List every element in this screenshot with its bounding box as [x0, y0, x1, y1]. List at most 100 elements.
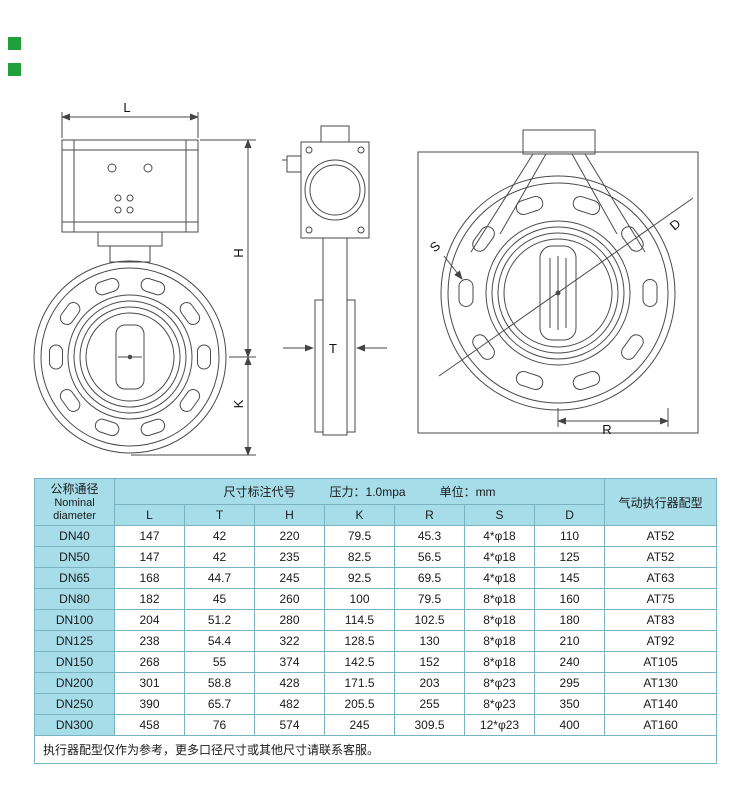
actuator-header: 气动执行器配型	[604, 478, 718, 526]
cell-T: 54.4	[184, 630, 255, 652]
cell-R: 79.5	[394, 588, 465, 610]
actuator-cell: AT63	[604, 567, 718, 589]
cell-S: 8*φ18	[464, 630, 535, 652]
cell-R: 152	[394, 651, 465, 673]
dim-label-K: K	[231, 399, 246, 408]
cell-R: 255	[394, 693, 465, 715]
cell-K: 245	[324, 714, 395, 736]
cell-L: 168	[114, 567, 185, 589]
cell-R: 45.3	[394, 525, 465, 547]
col-header-D: D	[533, 504, 606, 526]
cell-T: 44.7	[184, 567, 255, 589]
cell-R: 102.5	[394, 609, 465, 631]
cell-K: 205.5	[324, 693, 395, 715]
dn-cell: DN125	[34, 630, 115, 652]
cell-D: 400	[533, 714, 606, 736]
cell-D: 110	[533, 525, 606, 547]
valve-technical-drawing: L H K T S D R	[33, 100, 699, 456]
dn-cell: DN300	[34, 714, 115, 736]
table-row: DN80 182 45 260 100 79.5 8*φ18 160 AT75	[34, 588, 718, 610]
table-row: DN150 268 55 374 142.5 152 8*φ18 240 AT1…	[34, 651, 718, 673]
cell-L: 238	[114, 630, 185, 652]
dim-label-S: S	[427, 238, 444, 255]
cell-H: 374	[254, 651, 325, 673]
table-row: DN40 147 42 220 79.5 45.3 4*φ18 110 AT52	[34, 525, 718, 547]
cell-D: 295	[533, 672, 606, 694]
cell-D: 125	[533, 546, 606, 568]
side-view	[282, 125, 387, 436]
cell-S: 8*φ18	[464, 588, 535, 610]
cell-L: 182	[114, 588, 185, 610]
dim-label-L: L	[123, 100, 130, 115]
dim-label-T: T	[329, 341, 337, 356]
col-header-T: T	[184, 504, 255, 526]
dn-cell: DN150	[34, 651, 115, 673]
dim-label-H: H	[231, 248, 246, 257]
dimension-table-container: 公称通径 Nominal diameter 尺寸标注代号 压力：1.0mpa 单…	[33, 478, 718, 764]
table-row: DN300 458 76 574 245 309.5 12*φ23 400 AT…	[34, 714, 718, 736]
cell-S: 4*φ18	[464, 525, 535, 547]
actuator-cell: AT160	[604, 714, 718, 736]
table-row: DN65 168 44.7 245 92.5 69.5 4*φ18 145 AT…	[34, 567, 718, 589]
nominal-diameter-en: Nominal diameter	[53, 496, 96, 522]
actuator-cell: AT140	[604, 693, 718, 715]
cell-H: 220	[254, 525, 325, 547]
table-row: DN125 238 54.4 322 128.5 130 8*φ18 210 A…	[34, 630, 718, 652]
dn-cell: DN80	[34, 588, 115, 610]
cell-H: 574	[254, 714, 325, 736]
back-view	[417, 129, 699, 434]
dimension-table: 公称通径 Nominal diameter 尺寸标注代号 压力：1.0mpa 单…	[33, 478, 718, 764]
cell-D: 350	[533, 693, 606, 715]
table-row: DN200 301 58.8 428 171.5 203 8*φ23 295 A…	[34, 672, 718, 694]
col-header-H: H	[254, 504, 325, 526]
cell-H: 260	[254, 588, 325, 610]
actuator-cell: AT105	[604, 651, 718, 673]
col-header-S: S	[464, 504, 535, 526]
front-view	[33, 139, 227, 454]
cell-T: 42	[184, 546, 255, 568]
col-header-L: L	[114, 504, 185, 526]
spec-title: 尺寸标注代号	[223, 485, 296, 499]
cell-L: 147	[114, 525, 185, 547]
table-row: DN100 204 51.2 280 114.5 102.5 8*φ18 180…	[34, 609, 718, 631]
cell-K: 92.5	[324, 567, 395, 589]
column-header-row: L T H K R S D	[35, 504, 717, 526]
cell-H: 235	[254, 546, 325, 568]
col-header-K: K	[324, 504, 395, 526]
cell-K: 82.5	[324, 546, 395, 568]
pressure-label: 压力：1.0mpa	[329, 485, 406, 499]
cell-T: 51.2	[184, 609, 255, 631]
green-square-marker	[8, 63, 21, 76]
cell-T: 76	[184, 714, 255, 736]
cell-L: 390	[114, 693, 185, 715]
dn-cell: DN40	[34, 525, 115, 547]
cell-S: 8*φ23	[464, 693, 535, 715]
unit-label: 单位：mm	[439, 485, 496, 499]
dn-cell: DN100	[34, 609, 115, 631]
cell-S: 8*φ23	[464, 672, 535, 694]
dn-cell: DN200	[34, 672, 115, 694]
cell-D: 210	[533, 630, 606, 652]
cell-T: 42	[184, 525, 255, 547]
cell-L: 268	[114, 651, 185, 673]
cell-R: 309.5	[394, 714, 465, 736]
cell-H: 428	[254, 672, 325, 694]
cell-K: 79.5	[324, 525, 395, 547]
green-square-marker	[8, 37, 21, 50]
cell-S: 8*φ18	[464, 609, 535, 631]
cell-S: 4*φ18	[464, 567, 535, 589]
dim-label-R: R	[602, 422, 611, 437]
cell-H: 322	[254, 630, 325, 652]
cell-K: 114.5	[324, 609, 395, 631]
cell-K: 142.5	[324, 651, 395, 673]
dim-label-D: D	[667, 216, 684, 234]
actuator-cell: AT92	[604, 630, 718, 652]
table-row: DN250 390 65.7 482 205.5 255 8*φ23 350 A…	[34, 693, 718, 715]
cell-R: 56.5	[394, 546, 465, 568]
actuator-cell: AT75	[604, 588, 718, 610]
cell-S: 12*φ23	[464, 714, 535, 736]
cell-L: 147	[114, 546, 185, 568]
actuator-cell: AT52	[604, 525, 718, 547]
cell-K: 100	[324, 588, 395, 610]
nominal-diameter-header: 公称通径 Nominal diameter	[34, 478, 115, 526]
